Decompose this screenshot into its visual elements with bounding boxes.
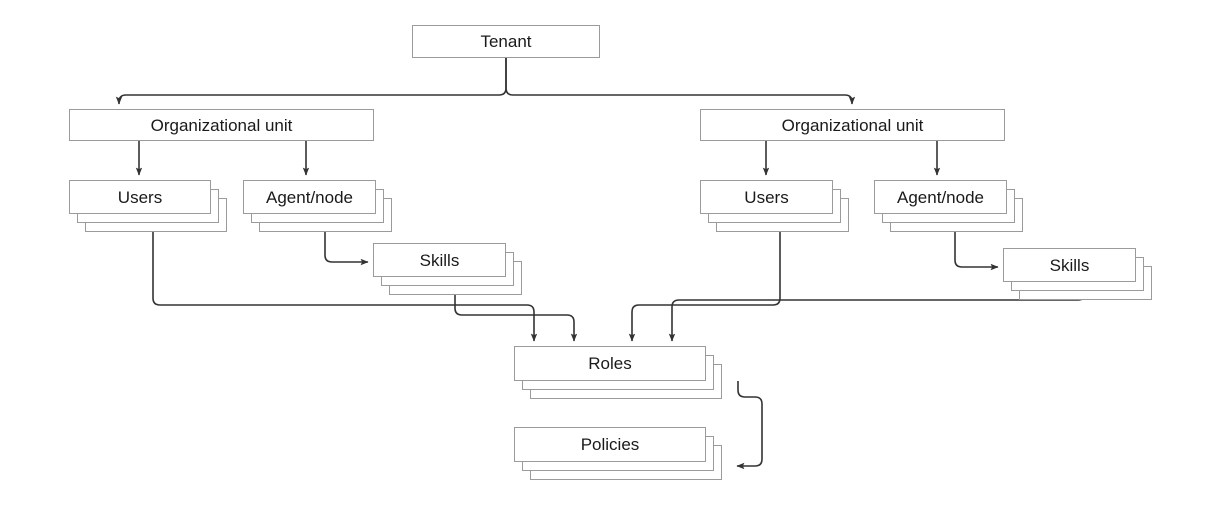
node-tenant-label: Tenant <box>480 32 532 51</box>
edge-skills-right-to-roles <box>668 292 1086 342</box>
node-roles-label: Roles <box>588 354 632 373</box>
node-users-left-card[interactable]: Users <box>69 180 211 214</box>
edge-agent-right-to-skills-right <box>954 232 999 271</box>
node-skills-left-label: Skills <box>419 250 460 270</box>
node-agent-node-left-label: Agent/node <box>266 187 353 207</box>
node-skills-left-card[interactable]: Skills <box>373 243 506 277</box>
node-org-unit-left-card[interactable]: Organizational unit <box>69 109 374 141</box>
node-tenant-card[interactable]: Tenant <box>412 25 600 58</box>
node-policies-label: Policies <box>580 435 640 454</box>
node-policies-card[interactable]: Policies <box>514 427 706 462</box>
node-skills-right-card[interactable]: Skills <box>1003 248 1136 282</box>
edge-tenant-to-org-right <box>505 58 856 105</box>
edge-tenant-to-org-left <box>115 58 507 105</box>
node-roles-card[interactable]: Roles <box>514 346 706 381</box>
node-org-unit-left-label: Organizational unit <box>150 115 293 135</box>
edge-roles-to-policies <box>736 381 763 470</box>
node-users-left-label: Users <box>117 187 163 207</box>
edge-agent-left-to-skills-left <box>324 232 369 266</box>
edge-skills-left-to-roles <box>454 295 578 342</box>
node-agent-node-right-label: Agent/node <box>897 187 984 207</box>
node-agent-node-left-card[interactable]: Agent/node <box>243 180 376 214</box>
node-users-right-card[interactable]: Users <box>700 180 833 214</box>
node-users-right-label: Users <box>744 187 789 207</box>
node-agent-node-right-card[interactable]: Agent/node <box>874 180 1007 214</box>
edge-users-right-to-roles <box>628 232 781 342</box>
node-org-unit-right-label: Organizational unit <box>781 115 924 135</box>
node-skills-right-label: Skills <box>1049 255 1090 275</box>
node-org-unit-right-card[interactable]: Organizational unit <box>700 109 1005 141</box>
